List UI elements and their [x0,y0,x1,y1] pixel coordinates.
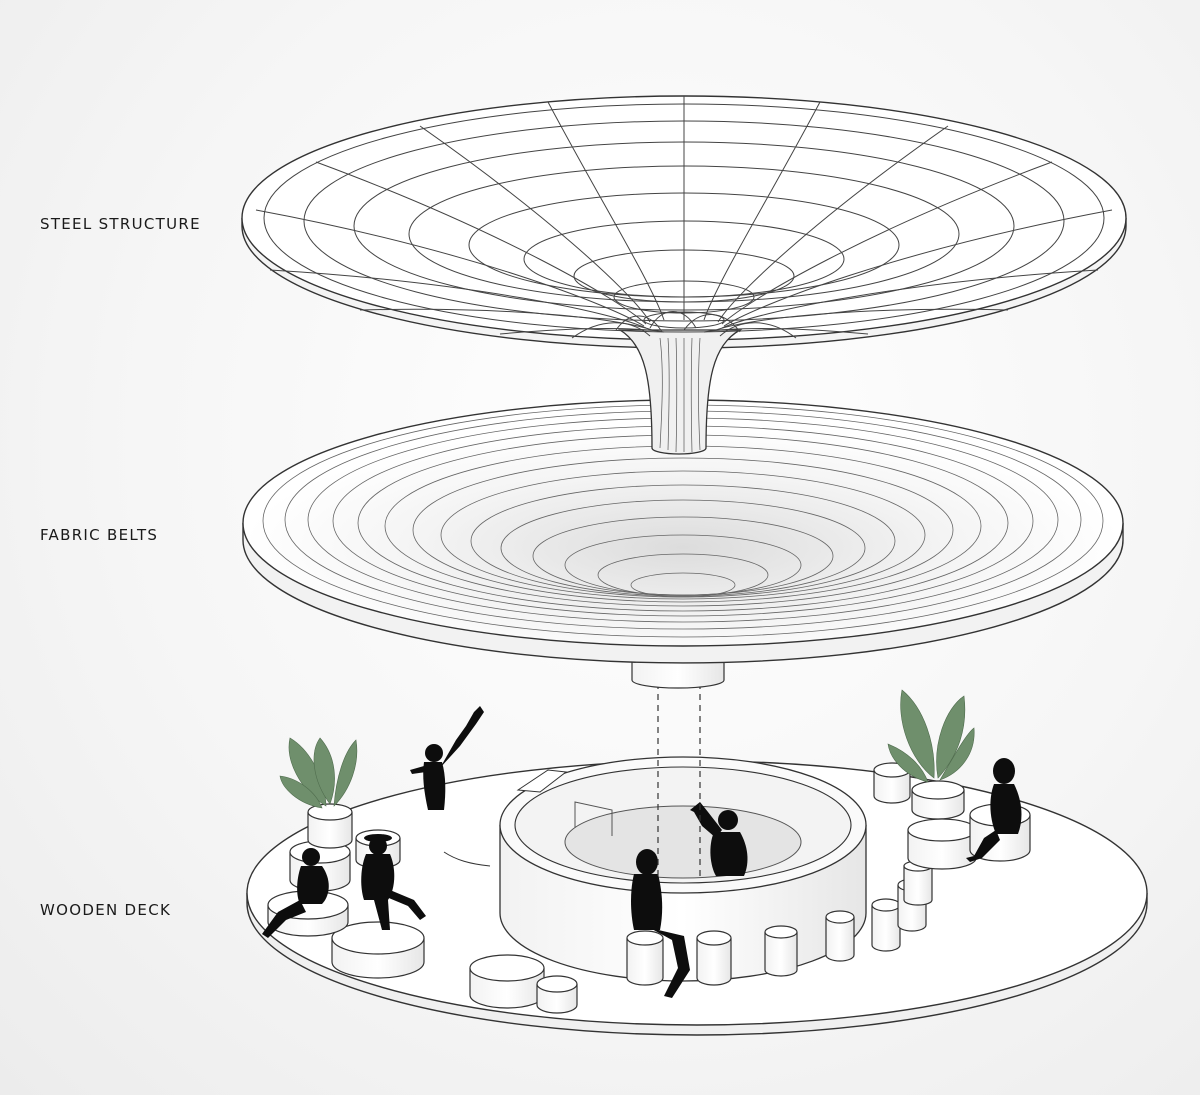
person-center-seated [631,849,690,998]
person-with-hat [361,834,426,930]
ring-bench-inner-floor [564,805,802,879]
kite-string [443,851,491,867]
steel-structure-layer [241,95,1127,455]
ring-bench-step [574,801,613,836]
wooden-deck-label: WOODEN DECK [40,901,172,919]
fabric-collar [631,660,725,689]
stool [825,910,855,962]
steel-arch-braces [571,311,797,339]
steel-grid-radials [255,95,1113,335]
stool [469,954,545,1009]
wooden-deck-layer [246,689,1148,1036]
ring-bench-opening [516,769,568,793]
plant-right-icon [887,689,975,783]
stool [764,925,798,977]
fabric-belts-label: FABRIC BELTS [40,526,159,544]
stools [469,860,933,1014]
stool [536,975,578,1014]
people-silhouettes [262,706,1022,998]
stool [626,930,664,986]
person-camera [690,802,748,876]
person-kite [410,706,484,810]
person-sitting-left [262,848,329,938]
stool [696,930,732,986]
person-right-seated [966,758,1022,862]
steel-funnel-stem [617,329,743,455]
steel-stem-ribs [659,337,701,453]
plant-left-icon [279,737,358,809]
stool [871,898,901,952]
steel-structure-label: STEEL STRUCTURE [40,215,201,233]
